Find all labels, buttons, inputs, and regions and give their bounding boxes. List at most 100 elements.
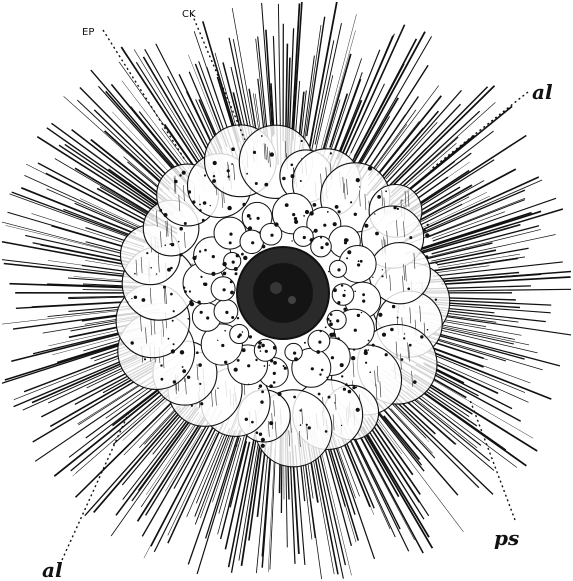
speckle: [335, 205, 339, 209]
speckle: [291, 240, 292, 241]
speckle: [191, 405, 193, 407]
speckle: [261, 344, 265, 348]
speckle: [320, 330, 322, 332]
speckle: [160, 364, 162, 366]
speckle: [435, 262, 437, 264]
speckle: [374, 213, 375, 214]
speckle: [229, 241, 232, 244]
speckle: [134, 273, 136, 275]
speckle: [282, 177, 286, 181]
vacuole-granule: [337, 268, 340, 271]
speckle: [409, 344, 412, 347]
speckle: [269, 421, 273, 425]
speckle: [199, 204, 201, 206]
speckle: [413, 380, 417, 384]
speckle: [171, 243, 175, 247]
speckle: [364, 349, 367, 352]
speckle: [326, 377, 328, 379]
speckle: [270, 359, 273, 362]
speckle: [127, 301, 129, 303]
speckle: [231, 316, 234, 319]
speckle: [261, 342, 262, 343]
speckle: [269, 365, 270, 366]
speckle: [330, 152, 332, 154]
vacuole-granule: [223, 288, 226, 291]
speckle: [382, 333, 386, 337]
speckle: [283, 365, 285, 367]
speckle: [180, 350, 184, 354]
vacuole-granule: [229, 233, 232, 236]
speckle: [131, 298, 132, 299]
speckle: [167, 268, 171, 272]
vacuole-granule: [265, 350, 268, 353]
speckle: [183, 286, 184, 287]
speckle: [343, 388, 346, 391]
speckle: [196, 351, 199, 354]
speckle: [356, 178, 360, 182]
speckle: [352, 386, 355, 389]
speckle: [303, 215, 305, 217]
speckle: [372, 277, 373, 278]
speckle: [249, 335, 252, 338]
speckle: [269, 384, 273, 388]
vacuole-granule: [257, 217, 260, 220]
speckle: [427, 329, 429, 331]
speckle: [291, 174, 295, 178]
speckle: [427, 224, 429, 226]
speckle: [330, 313, 333, 316]
speckle: [173, 310, 175, 312]
vacuole-granule: [247, 364, 250, 367]
speckle: [319, 373, 321, 375]
speckle: [179, 227, 183, 231]
speckle: [199, 250, 201, 252]
speckle: [173, 343, 175, 345]
speckle: [234, 267, 238, 271]
vacuole-granule: [323, 224, 326, 227]
speckle: [144, 358, 146, 360]
speckle: [134, 296, 137, 299]
speckle: [212, 179, 216, 183]
speckle: [261, 390, 264, 393]
speckle: [420, 335, 423, 338]
speckle: [189, 300, 192, 303]
speckle: [204, 283, 208, 287]
speckle: [189, 290, 191, 292]
speckle: [251, 421, 254, 424]
speckle: [187, 376, 190, 379]
speckle: [313, 203, 317, 207]
speckle: [291, 164, 294, 167]
speckle: [354, 291, 356, 293]
speckle: [337, 301, 340, 304]
speckle: [325, 326, 327, 328]
speckle: [200, 402, 203, 405]
speckle: [197, 301, 200, 304]
vacuole-granule: [292, 213, 295, 216]
speckle: [248, 384, 249, 385]
speckle: [355, 387, 357, 389]
speckle: [338, 210, 341, 213]
speckle: [247, 214, 251, 218]
speckle: [142, 298, 146, 302]
vacuole-granule: [311, 367, 314, 370]
speckle: [227, 206, 231, 210]
speckle: [255, 359, 257, 361]
speckle: [242, 203, 245, 206]
speckle: [182, 369, 186, 373]
speckle: [293, 396, 296, 399]
speckle: [360, 260, 363, 263]
speckle: [192, 264, 193, 265]
speckle: [309, 211, 313, 215]
speckle: [188, 190, 191, 193]
speckle: [270, 152, 274, 156]
vacuole-granule: [273, 372, 276, 375]
speckle: [196, 255, 197, 256]
speckle: [304, 342, 306, 344]
speckle: [343, 308, 346, 311]
speckle: [274, 222, 278, 226]
speckle: [241, 253, 244, 256]
speckle: [235, 445, 237, 447]
speckle: [273, 346, 277, 350]
speckle: [404, 333, 405, 334]
speckle: [258, 345, 262, 349]
speckle: [256, 431, 259, 434]
